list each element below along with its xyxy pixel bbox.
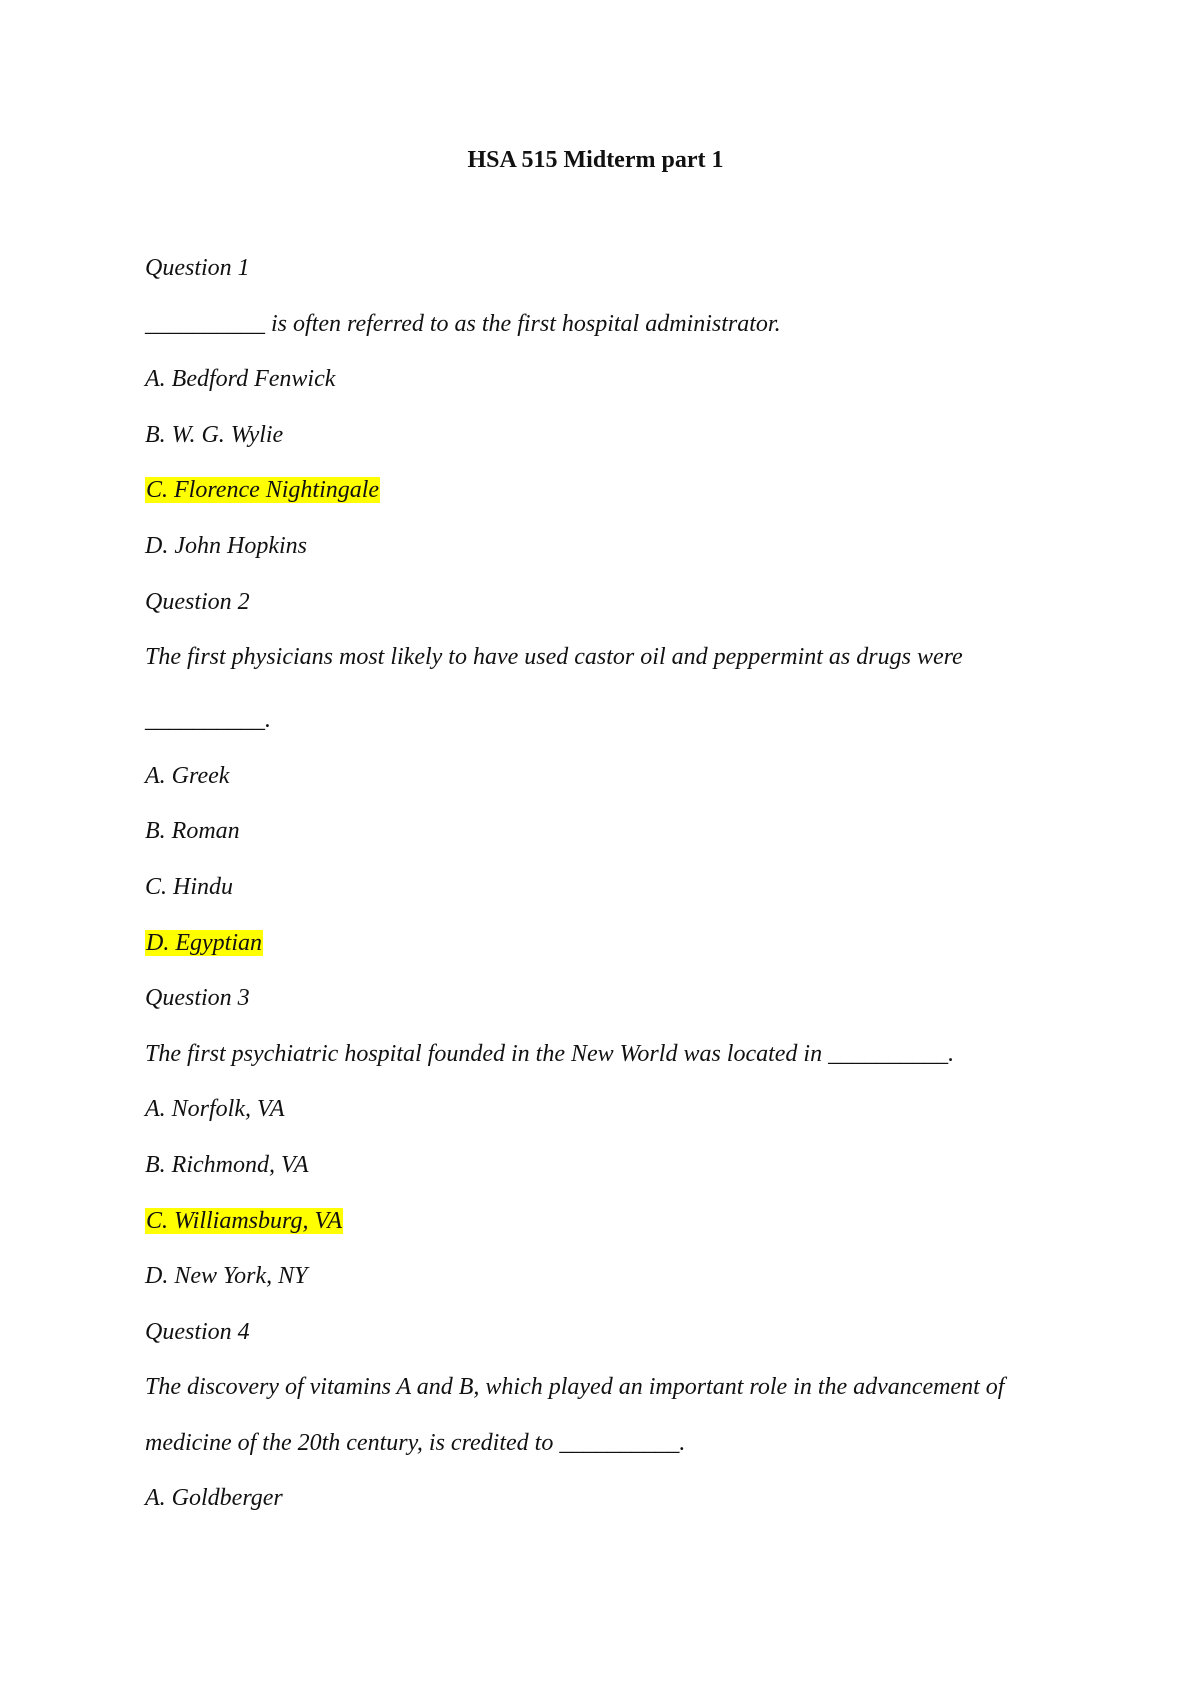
answer-option-text: B. W. G. Wylie <box>145 421 284 448</box>
answer-option: B. W. G. Wylie <box>145 418 1065 452</box>
highlighted-answer: C. Florence Nightingale <box>145 477 381 504</box>
answer-option: D. John Hopkins <box>145 529 1065 563</box>
answer-option-text: A. Bedford Fenwick <box>145 366 336 393</box>
answer-option: A. Greek <box>145 759 1065 793</box>
answer-option: A. Norfolk, VA <box>145 1092 1065 1126</box>
question-prompt: The discovery of vitamins A and B, which… <box>145 1374 1005 1401</box>
answer-option-text: D. John Hopkins <box>145 532 307 559</box>
answer-option-text: B. Roman <box>145 818 240 845</box>
answer-option-correct: C. Florence Nightingale <box>145 473 1065 507</box>
highlighted-answer: D. Egyptian <box>145 929 263 956</box>
answer-option: D. New York, NY <box>145 1259 1065 1293</box>
answer-option-text: A. Norfolk, VA <box>145 1096 285 1123</box>
answer-option-text: D. New York, NY <box>145 1263 308 1290</box>
answer-option: C. Hindu <box>145 870 1065 904</box>
highlighted-answer: C. Williamsburg, VA <box>145 1207 344 1234</box>
answer-option-correct: D. Egyptian <box>145 926 1065 960</box>
question-list: Question 1 __________ is often referred … <box>145 251 1065 1537</box>
question-prompt: The first psychiatric hospital founded i… <box>145 1040 955 1067</box>
answer-option-text: B. Richmond, VA <box>145 1151 309 1178</box>
question-prompt-continuation: medicine of the 20th century, is credite… <box>145 1429 686 1456</box>
answer-option: A. Bedford Fenwick <box>145 362 1065 396</box>
answer-option: B. Richmond, VA <box>145 1148 1065 1182</box>
answer-option-text: A. Greek <box>145 762 230 789</box>
answer-option-text: C. Hindu <box>145 873 234 900</box>
page-title: HSA 515 Midterm part 1 <box>467 147 724 173</box>
question-prompt-continuation: __________. <box>145 707 271 734</box>
question-prompt: The first physicians most likely to have… <box>145 644 963 671</box>
answer-option-text: A. Goldberger <box>145 1485 283 1512</box>
question-label: Question 4 <box>145 1318 250 1345</box>
question-label: Question 2 <box>145 588 250 615</box>
question-label: Question 3 <box>145 985 250 1012</box>
answer-option: B. Roman <box>145 814 1065 848</box>
answer-option: A. Goldberger <box>145 1481 1065 1515</box>
question-prompt: __________ is often referred to as the f… <box>145 310 781 337</box>
question-label: Question 1 <box>145 255 250 281</box>
answer-option-correct: C. Williamsburg, VA <box>145 1204 1065 1238</box>
